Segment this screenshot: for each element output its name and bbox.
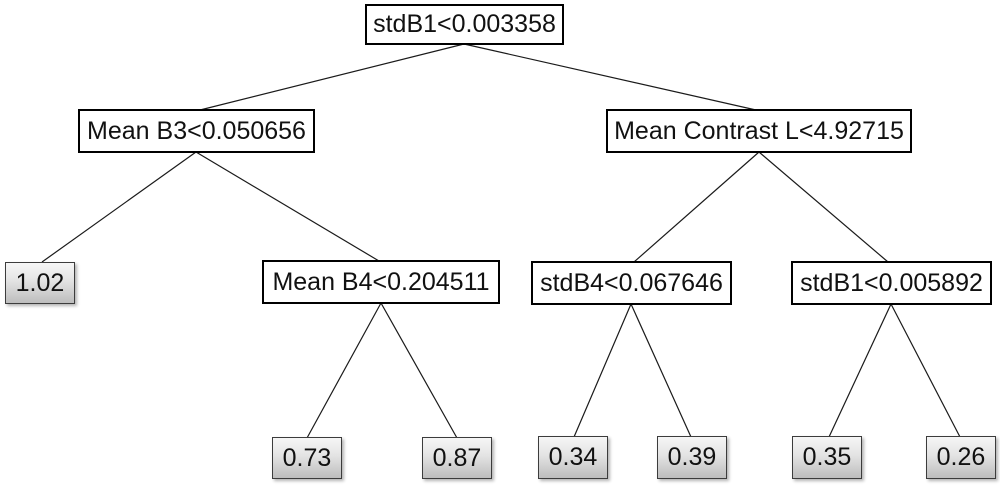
tree-node-mean-b4: Mean B4<0.204511 [262,260,500,304]
edge-meanb3-to-leaf-1.02 [41,151,197,263]
tree-leaf-0-73: 0.73 [272,437,342,479]
edge-stdb1-to-leaf-0.26 [890,303,961,438]
edge-stdb1-to-leaf-0.35 [828,303,892,438]
edge-meanb4-to-leaf-0.73 [306,302,382,439]
edge-root-to-meanb3 [199,43,465,111]
edge-root-to-meancontrast [463,43,757,111]
tree-node-root: stdB1<0.003358 [365,4,564,45]
edge-meancontrast-to-stdb4 [633,151,760,263]
tree-leaf-0-87: 0.87 [422,437,492,479]
tree-node-mean-b3: Mean B3<0.050656 [78,109,315,153]
tree-node-std-b4: stdB4<0.067646 [531,261,732,305]
tree-node-mean-contrast-l: Mean Contrast L<4.92715 [606,109,912,153]
tree-leaf-1-02: 1.02 [5,262,75,304]
edge-stdb4-to-leaf-0.39 [630,303,692,438]
edge-meanb3-to-meanb4 [195,151,380,262]
edge-meancontrast-to-stdb1 [758,151,889,263]
tree-leaf-0-34: 0.34 [538,436,608,479]
edge-meanb4-to-leaf-0.87 [380,302,458,439]
tree-leaf-0-35: 0.35 [792,436,862,479]
edge-stdb4-to-leaf-0.34 [573,303,632,438]
tree-leaf-0-26: 0.26 [926,436,996,479]
tree-leaf-0-39: 0.39 [657,436,727,479]
tree-node-std-b1-right: stdB1<0.005892 [791,261,992,305]
